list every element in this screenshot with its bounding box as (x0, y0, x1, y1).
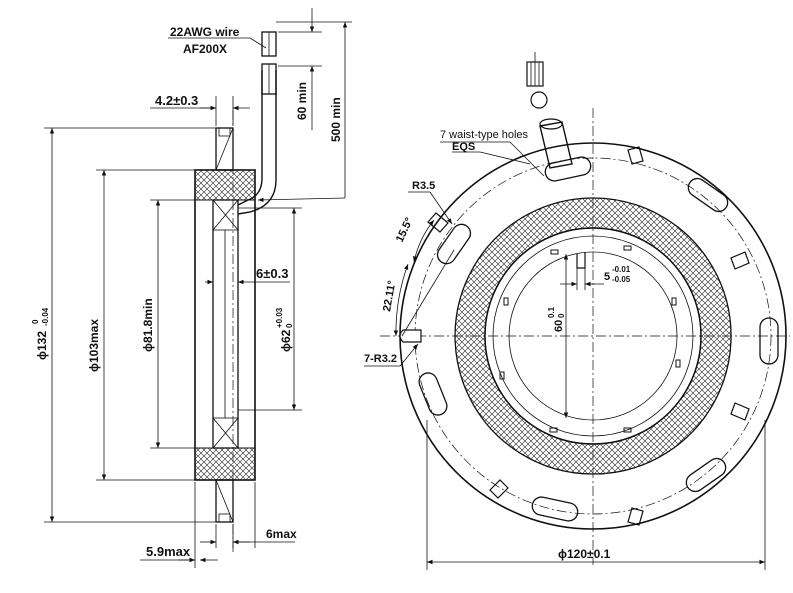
len-60-label: 60 min (295, 82, 309, 120)
len-500-label: 500 min (329, 97, 343, 142)
dim-81-8-label: ϕ81.8min (141, 298, 155, 352)
holes-label: 7 waist-type holes (440, 129, 529, 141)
dim-62-lower: 0 (285, 323, 294, 328)
dim-5-9-label: 5.9max (146, 544, 191, 559)
dim-5-lower: -0.05 (612, 275, 631, 284)
dim-120-label: ϕ120±0.1 (558, 547, 611, 561)
dim-132-upper: 0 (31, 319, 40, 324)
dim-5-label: 5 (604, 271, 610, 283)
eqs-label: EQS (452, 141, 475, 153)
front-view: 7 waist-type holes EQS R3.5 15.5° 22.11°… (364, 52, 790, 570)
wire-type-label: AF200X (183, 42, 227, 56)
dim-60-upper: 0.1 (547, 306, 556, 318)
dim-6-label: 6±0.3 (256, 266, 288, 281)
dim-62-label: ϕ62 (279, 329, 293, 352)
wire-awg-label: 22AWG wire (170, 25, 240, 39)
r3-5-label: R3.5 (412, 180, 435, 192)
dim-103-label: ϕ103max (87, 319, 101, 372)
ang-22-11-label: 22.11° (381, 280, 398, 313)
dim-60-lower: 0 (557, 313, 566, 318)
dim-132-lower: -0.04 (41, 307, 50, 326)
side-view: 22AWG wire AF200X 60 min 500 min 4.2±0.3… (31, 8, 352, 568)
dim-132-label: ϕ132 (35, 331, 49, 360)
waist-holes (418, 156, 779, 522)
dim-60-label: 60 (553, 320, 565, 332)
dim-4-2-label: 4.2±0.3 (155, 93, 198, 108)
ang-15-5-label: 15.5° (394, 216, 416, 244)
dim-5-upper: -0.01 (612, 265, 631, 274)
r3-2-label: 7-R3.2 (364, 353, 397, 365)
dim-6max-label: 6max (266, 527, 297, 541)
dim-62-upper: +0.03 (275, 307, 284, 328)
